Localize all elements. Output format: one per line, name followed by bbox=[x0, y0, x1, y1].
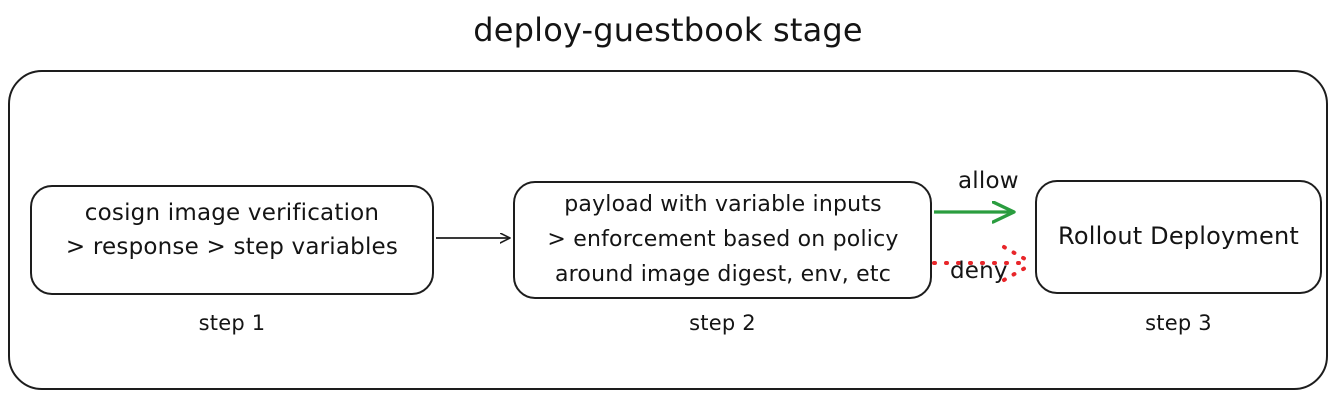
step1-line-1: cosign image verification bbox=[84, 200, 380, 226]
step-text-step1: cosign image verification > response > s… bbox=[24, 196, 440, 264]
step3-line-1: Rollout Deployment bbox=[1058, 222, 1299, 250]
connector-label-deny: deny bbox=[950, 258, 1008, 284]
step-label-step3: step 3 bbox=[1145, 311, 1212, 335]
step-box-step2[interactable] bbox=[513, 181, 932, 299]
stage-container bbox=[8, 70, 1328, 390]
step2-line-2: > enforcement based on policy bbox=[547, 227, 899, 252]
step-text-step2: payload with variable inputs > enforceme… bbox=[508, 187, 938, 292]
step1-line-2: > response > step variables bbox=[65, 234, 399, 260]
step-box-step1[interactable] bbox=[30, 185, 434, 295]
step-label-step2: step 2 bbox=[689, 311, 756, 335]
step-box-step3[interactable] bbox=[1035, 180, 1322, 294]
connector-label-allow: allow bbox=[958, 168, 1019, 194]
step-label-step1: step 1 bbox=[198, 311, 266, 335]
step-text-step3: Rollout Deployment bbox=[1035, 220, 1322, 252]
diagram-title: deploy-guestbook stage bbox=[473, 11, 863, 49]
step2-line-3: around image digest, env, etc bbox=[554, 262, 892, 287]
step2-line-1: payload with variable inputs bbox=[564, 192, 882, 217]
